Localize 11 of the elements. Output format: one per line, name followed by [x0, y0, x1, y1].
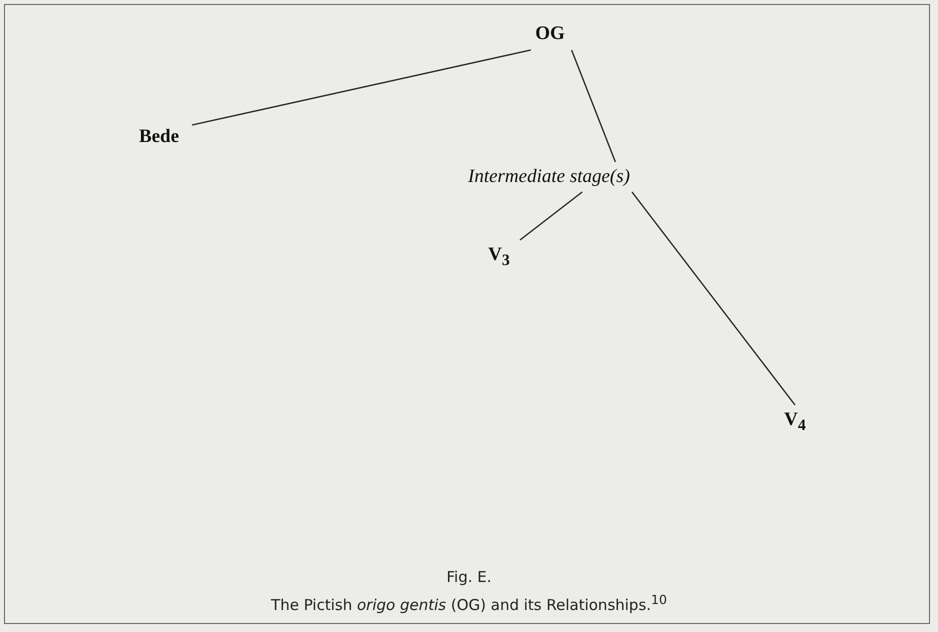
node-label: V$_{4}$ — [784, 409, 806, 435]
figure-caption: The Pictish origo gentis (OG) and its Relationships.$^{10}$ — [271, 596, 667, 614]
connector-line — [631, 192, 796, 406]
node-label: V$_{3}$ — [488, 244, 510, 270]
node-label: OG — [535, 23, 565, 45]
connector-line — [520, 191, 583, 241]
figure-number: Fig. E. — [446, 568, 492, 586]
connector-line — [571, 50, 616, 162]
connector-line — [192, 49, 531, 126]
node-label: Bede — [138, 126, 180, 148]
node-label: Intermediate stage(s) — [468, 166, 630, 188]
